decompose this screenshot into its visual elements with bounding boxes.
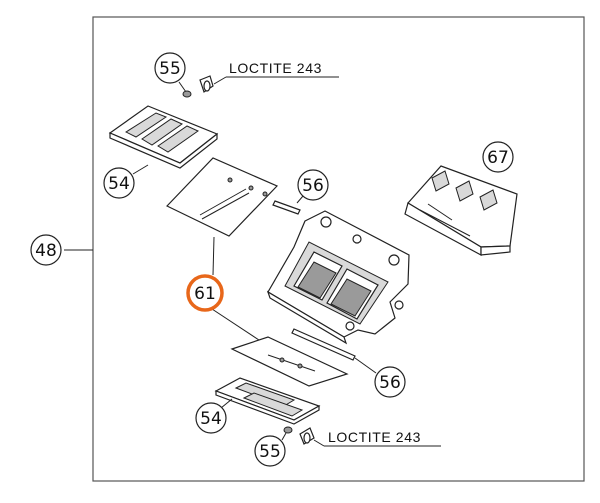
screw-pair-top bbox=[178, 75, 214, 98]
svg-text:55: 55 bbox=[159, 59, 181, 79]
screw-pair-bottom bbox=[281, 426, 315, 445]
svg-text:56: 56 bbox=[302, 176, 324, 196]
reed-stopper-top bbox=[108, 105, 219, 169]
svg-text:54: 54 bbox=[108, 174, 130, 194]
callout-55-bottom[interactable]: 55 bbox=[254, 435, 286, 467]
reed-valve-housing bbox=[266, 210, 410, 345]
highlight-ring bbox=[186, 274, 224, 312]
svg-text:67: 67 bbox=[487, 148, 509, 168]
svg-text:48: 48 bbox=[35, 241, 57, 261]
reed-stopper-bottom bbox=[214, 377, 321, 425]
callout-54-bottom[interactable]: 54 bbox=[195, 398, 233, 434]
intake-cover bbox=[404, 165, 518, 257]
callout-61-highlighted[interactable]: 61 bbox=[186, 236, 263, 343]
reed-petal-top bbox=[165, 157, 279, 237]
callout-56-top[interactable]: 56 bbox=[297, 169, 329, 201]
callout-67[interactable]: 67 bbox=[482, 141, 514, 173]
svg-text:61: 61 bbox=[194, 284, 216, 304]
svg-text:LOCTITE 243: LOCTITE 243 bbox=[229, 60, 322, 76]
svg-text:55: 55 bbox=[259, 442, 281, 462]
callout-48[interactable]: 48 bbox=[30, 234, 93, 266]
pin-top bbox=[272, 195, 304, 215]
loctite-note-top: LOCTITE 243 bbox=[213, 60, 339, 85]
reed-petal-bottom bbox=[230, 336, 349, 387]
loctite-note-bottom: LOCTITE 243 bbox=[313, 429, 441, 447]
assembly-frame bbox=[92, 16, 585, 482]
pin-bottom bbox=[291, 328, 356, 361]
callout-54-top[interactable]: 54 bbox=[103, 164, 149, 199]
svg-text:LOCTITE 243: LOCTITE 243 bbox=[328, 429, 421, 445]
svg-text:54: 54 bbox=[200, 409, 222, 429]
svg-text:56: 56 bbox=[379, 373, 401, 393]
callout-56-bottom[interactable]: 56 bbox=[354, 357, 406, 398]
callout-55-top[interactable]: 55 bbox=[154, 52, 186, 84]
